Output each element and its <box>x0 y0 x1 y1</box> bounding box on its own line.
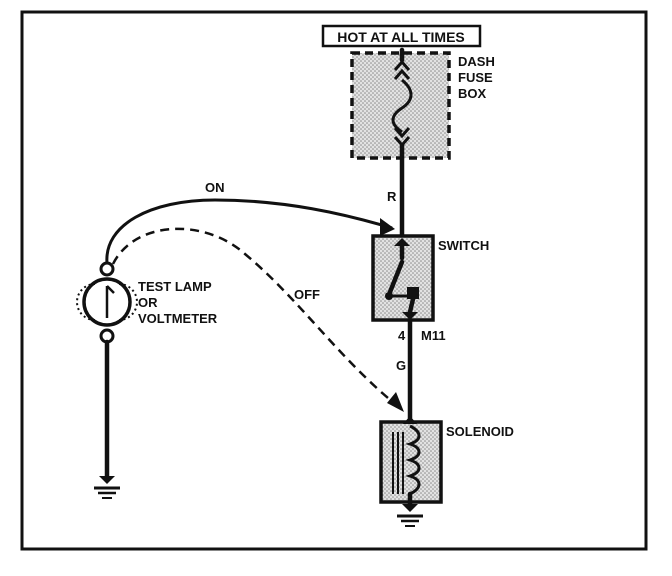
probe-state-off: OFF <box>294 287 320 302</box>
fuse-box-label-box: BOX <box>458 86 487 101</box>
solenoid-box <box>379 420 443 504</box>
connector-pin-4: 4 <box>398 328 406 343</box>
test-lamp-icon <box>76 261 138 344</box>
test-lamp-label-line2: OR <box>138 295 158 310</box>
solenoid-coil-icon <box>392 416 421 507</box>
solenoid-ground-icon <box>397 504 423 527</box>
on-probe-lead <box>105 198 393 264</box>
diagram-frame <box>20 10 648 551</box>
fuse-box-label-dash: DASH <box>458 54 495 69</box>
probe-state-on: ON <box>205 180 225 195</box>
on-probe-arrowhead <box>380 218 395 236</box>
test-lamp-ground-icon <box>94 476 120 499</box>
test-lamp-label-line3: VOLTMETER <box>138 311 218 326</box>
test-lamp-label-line1: TEST LAMP <box>138 279 212 294</box>
hot-at-all-times-box <box>321 24 482 48</box>
off-probe-arrowhead <box>387 392 404 412</box>
wire-color-g: G <box>396 358 406 373</box>
switch-contact-icon <box>385 238 419 320</box>
switch-label: SWITCH <box>438 238 489 253</box>
fuse-box-label-fuse: FUSE <box>458 70 493 85</box>
hot-at-all-times-label: HOT AT ALL TIMES <box>337 29 465 45</box>
wire-color-r: R <box>387 189 397 204</box>
connector-m11: M11 <box>421 328 446 343</box>
fuse-icon <box>391 47 413 161</box>
solenoid-label: SOLENOID <box>446 424 514 439</box>
off-probe-lead <box>111 227 401 409</box>
